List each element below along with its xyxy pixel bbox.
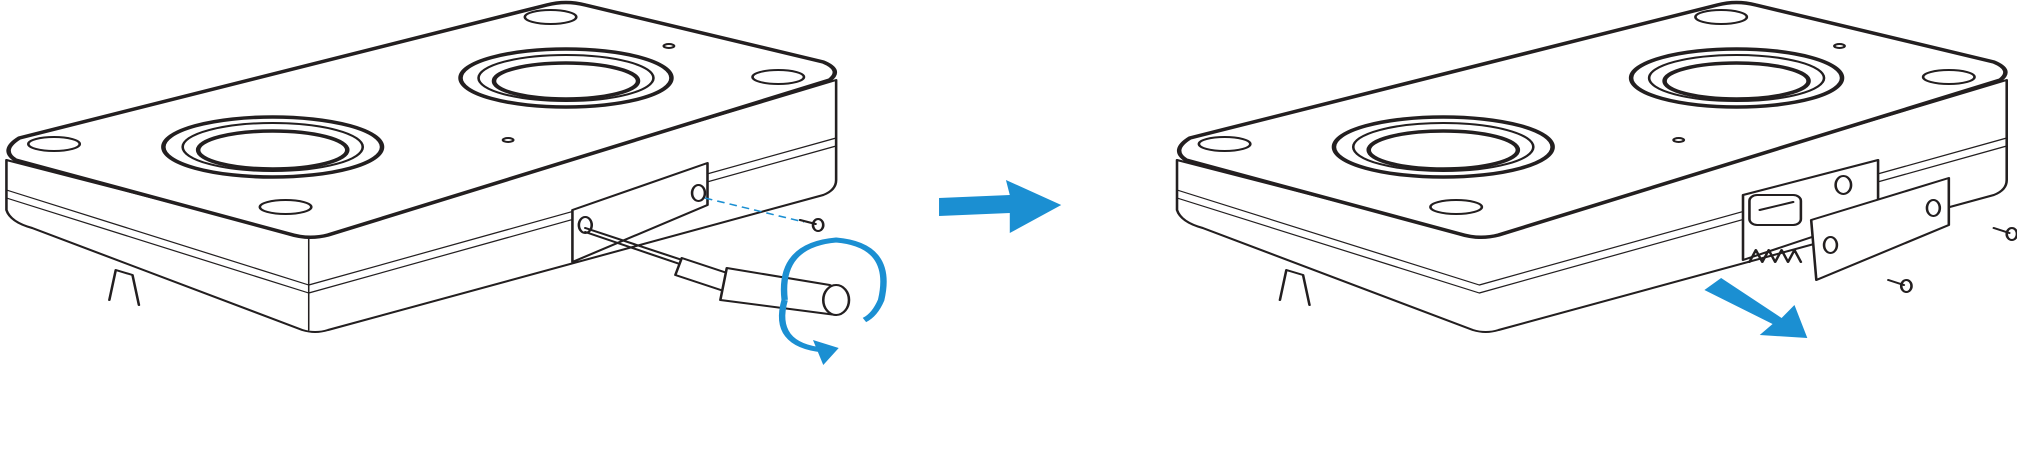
screw-icon <box>704 197 825 232</box>
device-step-1 <box>5 0 887 365</box>
device-step-2 <box>1175 0 2017 333</box>
screwdriver-icon <box>584 227 851 316</box>
removed-cover-plate <box>1809 177 1951 281</box>
remove-direction-arrow-icon <box>1704 278 1808 338</box>
speaker-left <box>161 115 385 179</box>
exposed-port <box>1741 159 1880 263</box>
removed-screws <box>1887 227 2017 293</box>
rotate-arrow-icon <box>778 237 887 365</box>
speaker-right <box>458 47 674 109</box>
next-step-arrow-icon <box>939 180 1062 233</box>
mount-holes <box>27 9 806 215</box>
